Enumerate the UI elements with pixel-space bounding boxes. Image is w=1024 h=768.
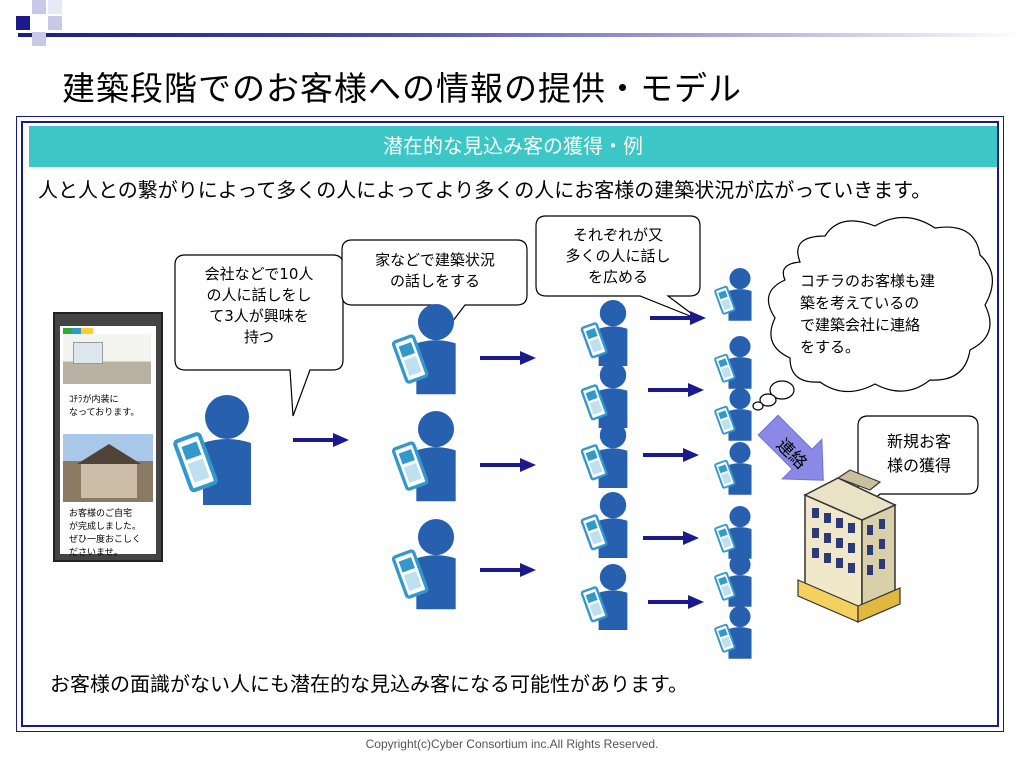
person-with-phone-icon	[713, 553, 753, 608]
speech-bubble-3	[535, 215, 701, 321]
deco-square	[48, 16, 62, 30]
person-with-phone-icon	[713, 505, 753, 560]
arrow-right-icon	[646, 593, 706, 611]
copyright: Copyright(c)Cyber Consortium inc.All Rig…	[365, 737, 659, 751]
contact-arrow	[757, 414, 824, 481]
mobile-phone-screen: ｺﾁﾗが内装に なっております。 お客様のご自宅 が完成しました。 ぜひ一度おこ…	[53, 312, 163, 562]
house-photo	[63, 434, 153, 502]
bubble-line: の話しをする	[389, 272, 480, 290]
bubble-line: 新規お客	[886, 432, 951, 451]
phone-line: ださいませ。	[69, 548, 123, 558]
person-with-phone-icon	[391, 302, 458, 396]
person-with-phone-icon	[713, 267, 753, 322]
cloud-line: コチラのお客様も建	[800, 272, 936, 290]
section-banner: 潜在的な見込み客の獲得・例	[29, 126, 997, 167]
arrow-right-icon	[641, 446, 701, 464]
intro-text: 人と人との繋がりによって多くの人によってより多くの人にお客様の建築状況が広がって…	[38, 178, 932, 202]
person-with-phone-icon	[713, 387, 753, 442]
phone-line: ｺﾁﾗが内装に	[69, 395, 119, 405]
deco-square	[32, 32, 46, 46]
arrow-right-icon	[478, 456, 538, 474]
bubble-line: 多くの人に話し	[565, 247, 671, 265]
bubble-3-text: それぞれが又 多くの人に話し を広める	[537, 225, 699, 288]
header-rule	[18, 33, 1024, 37]
bubble-line: て3人が興味を	[209, 307, 309, 325]
person-with-phone-icon	[580, 562, 629, 632]
phone-message-1: ｺﾁﾗが内装に なっております。	[69, 394, 139, 420]
deco-square	[32, 0, 46, 14]
content-frame-outer	[16, 116, 1004, 732]
status-icons	[63, 328, 93, 336]
bubble-line: を広める	[587, 268, 648, 286]
person-with-phone-icon	[580, 490, 629, 560]
arrow-right-icon	[648, 309, 708, 327]
phone-display: ｺﾁﾗが内装に なっております。 お客様のご自宅 が完成しました。 ぜひ一度おこ…	[60, 326, 156, 558]
phone-line: なっております。	[69, 408, 140, 418]
cloud-text: コチラのお客様も建 築を考えているの で建築会社に連絡 をする。	[800, 270, 980, 358]
bubble-line: 様の獲得	[886, 456, 951, 475]
phone-line: ぜひ一度おこしく	[69, 535, 142, 545]
content-frame	[21, 121, 999, 727]
bubble-line: 家などで建築状況	[375, 251, 495, 269]
page-title: 建築段階でのお客様への情報の提供・モデル	[62, 69, 742, 108]
bubble-line: 会社などで10人	[204, 265, 314, 283]
person-with-phone-icon	[391, 517, 458, 611]
deco-square	[16, 16, 30, 30]
bubble-line: の人に話しをし	[206, 286, 312, 304]
arrow-right-icon	[291, 431, 351, 449]
interior-photo	[63, 334, 151, 384]
deco-square	[48, 0, 62, 14]
person-with-phone-icon	[580, 420, 629, 490]
person-with-phone-icon	[391, 409, 458, 503]
arrow-right-icon	[641, 529, 701, 547]
person-with-phone-icon	[713, 605, 753, 660]
cloud-line: をする。	[800, 338, 861, 356]
building-icon	[797, 469, 901, 623]
thought-cloud	[752, 216, 993, 411]
arrow-right-icon	[478, 349, 538, 367]
new-customer-text: 新規お客 様の獲得	[860, 430, 978, 478]
conclusion-text: お客様の面識がない人にも潜在的な見込み客になる可能性があります。	[50, 672, 688, 696]
person-with-phone-icon	[172, 393, 253, 507]
phone-message-2: お客様のご自宅 が完成しました。 ぜひ一度おこしく ださいませ。	[69, 508, 141, 560]
bubble-2-text: 家などで建築状況 の話しをする	[343, 250, 527, 292]
cloud-line: で建築会社に連絡	[800, 316, 921, 334]
person-with-phone-icon	[713, 335, 753, 390]
person-with-phone-icon	[713, 441, 753, 496]
cloud-line: 築を考えているの	[800, 294, 920, 312]
bubble-line: それぞれが又	[572, 226, 663, 244]
phone-line: お客様のご自宅	[69, 509, 133, 519]
bubble-1-text: 会社などで10人 の人に話しをし て3人が興味を 持つ	[176, 264, 342, 348]
phone-line: が完成しました。	[69, 522, 142, 532]
arrow-right-icon	[646, 381, 706, 399]
person-with-phone-icon	[580, 298, 629, 368]
person-with-phone-icon	[580, 360, 629, 430]
bubble-line: 持つ	[243, 328, 274, 346]
arrow-right-icon	[478, 561, 538, 579]
